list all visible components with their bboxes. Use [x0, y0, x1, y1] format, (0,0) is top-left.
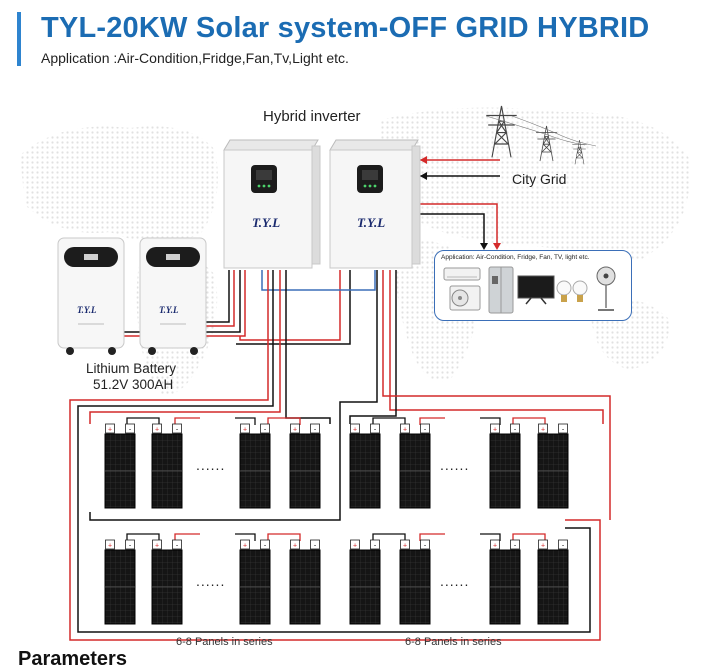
appliance-icons: [443, 266, 616, 314]
fridge-icon: [488, 266, 514, 314]
power-line-icon: [485, 115, 597, 147]
battery-label: Lithium Battery: [86, 361, 177, 376]
inverter-1-logo: T.Y.L: [252, 215, 281, 230]
page-title: TYL-20KW Solar system-OFF GRID HYBRID: [41, 12, 650, 44]
battery-1-logo: T.Y.L: [77, 305, 97, 315]
solar-panel: [489, 539, 521, 625]
solar-panel: [104, 539, 136, 625]
solar-panel: [399, 539, 431, 625]
solar-panel: [239, 539, 271, 625]
light-bulb-icon: [556, 280, 588, 302]
left-string-label: 6-8 Panels in series: [176, 636, 273, 648]
solar-panel: [151, 539, 183, 625]
more-panels-ellipsis: ......: [440, 573, 470, 589]
pv-wiring: [69, 270, 611, 641]
page-subtitle: Application :Air-Condition,Fridge,Fan,Tv…: [41, 50, 349, 66]
lithium-battery-1: [57, 237, 125, 355]
battery-spec: 51.2V 300AH: [93, 377, 174, 392]
solar-panel: [289, 539, 321, 625]
application-box-text: Application: Air-Condition, Fridge, Fan,…: [441, 254, 590, 261]
title-accent-bar: [17, 12, 21, 66]
more-panels-ellipsis: ......: [440, 457, 470, 473]
air-conditioner-icon: [443, 267, 481, 311]
right-string-label: 6-8 Panels in series: [405, 636, 502, 648]
series-connectors: [126, 417, 546, 541]
solar-panel: [537, 539, 569, 625]
solar-panel: [349, 423, 381, 509]
city-grid-label: City Grid: [512, 171, 567, 187]
parameters-heading: Parameters: [18, 648, 127, 670]
more-panels-ellipsis: ......: [196, 457, 226, 473]
solar-panel: [399, 423, 431, 509]
more-panels-ellipsis: ......: [196, 573, 226, 589]
inverter-heading: Hybrid inverter: [263, 108, 361, 125]
solar-panel: [104, 423, 136, 509]
inverter-2-logo: T.Y.L: [357, 215, 386, 230]
solar-panel: [289, 423, 321, 509]
hybrid-inverter-1: [223, 139, 321, 269]
tv-icon: [517, 275, 555, 305]
solar-panel: [489, 423, 521, 509]
solar-panel: [349, 539, 381, 625]
solar-panel: [537, 423, 569, 509]
solar-panel: [239, 423, 271, 509]
battery-2-logo: T.Y.L: [159, 305, 179, 315]
grid-wiring: [414, 156, 501, 250]
fan-icon: [596, 266, 616, 311]
hybrid-inverter-2: [329, 139, 421, 269]
solar-panel: [151, 423, 183, 509]
lithium-battery-2: [139, 237, 207, 355]
